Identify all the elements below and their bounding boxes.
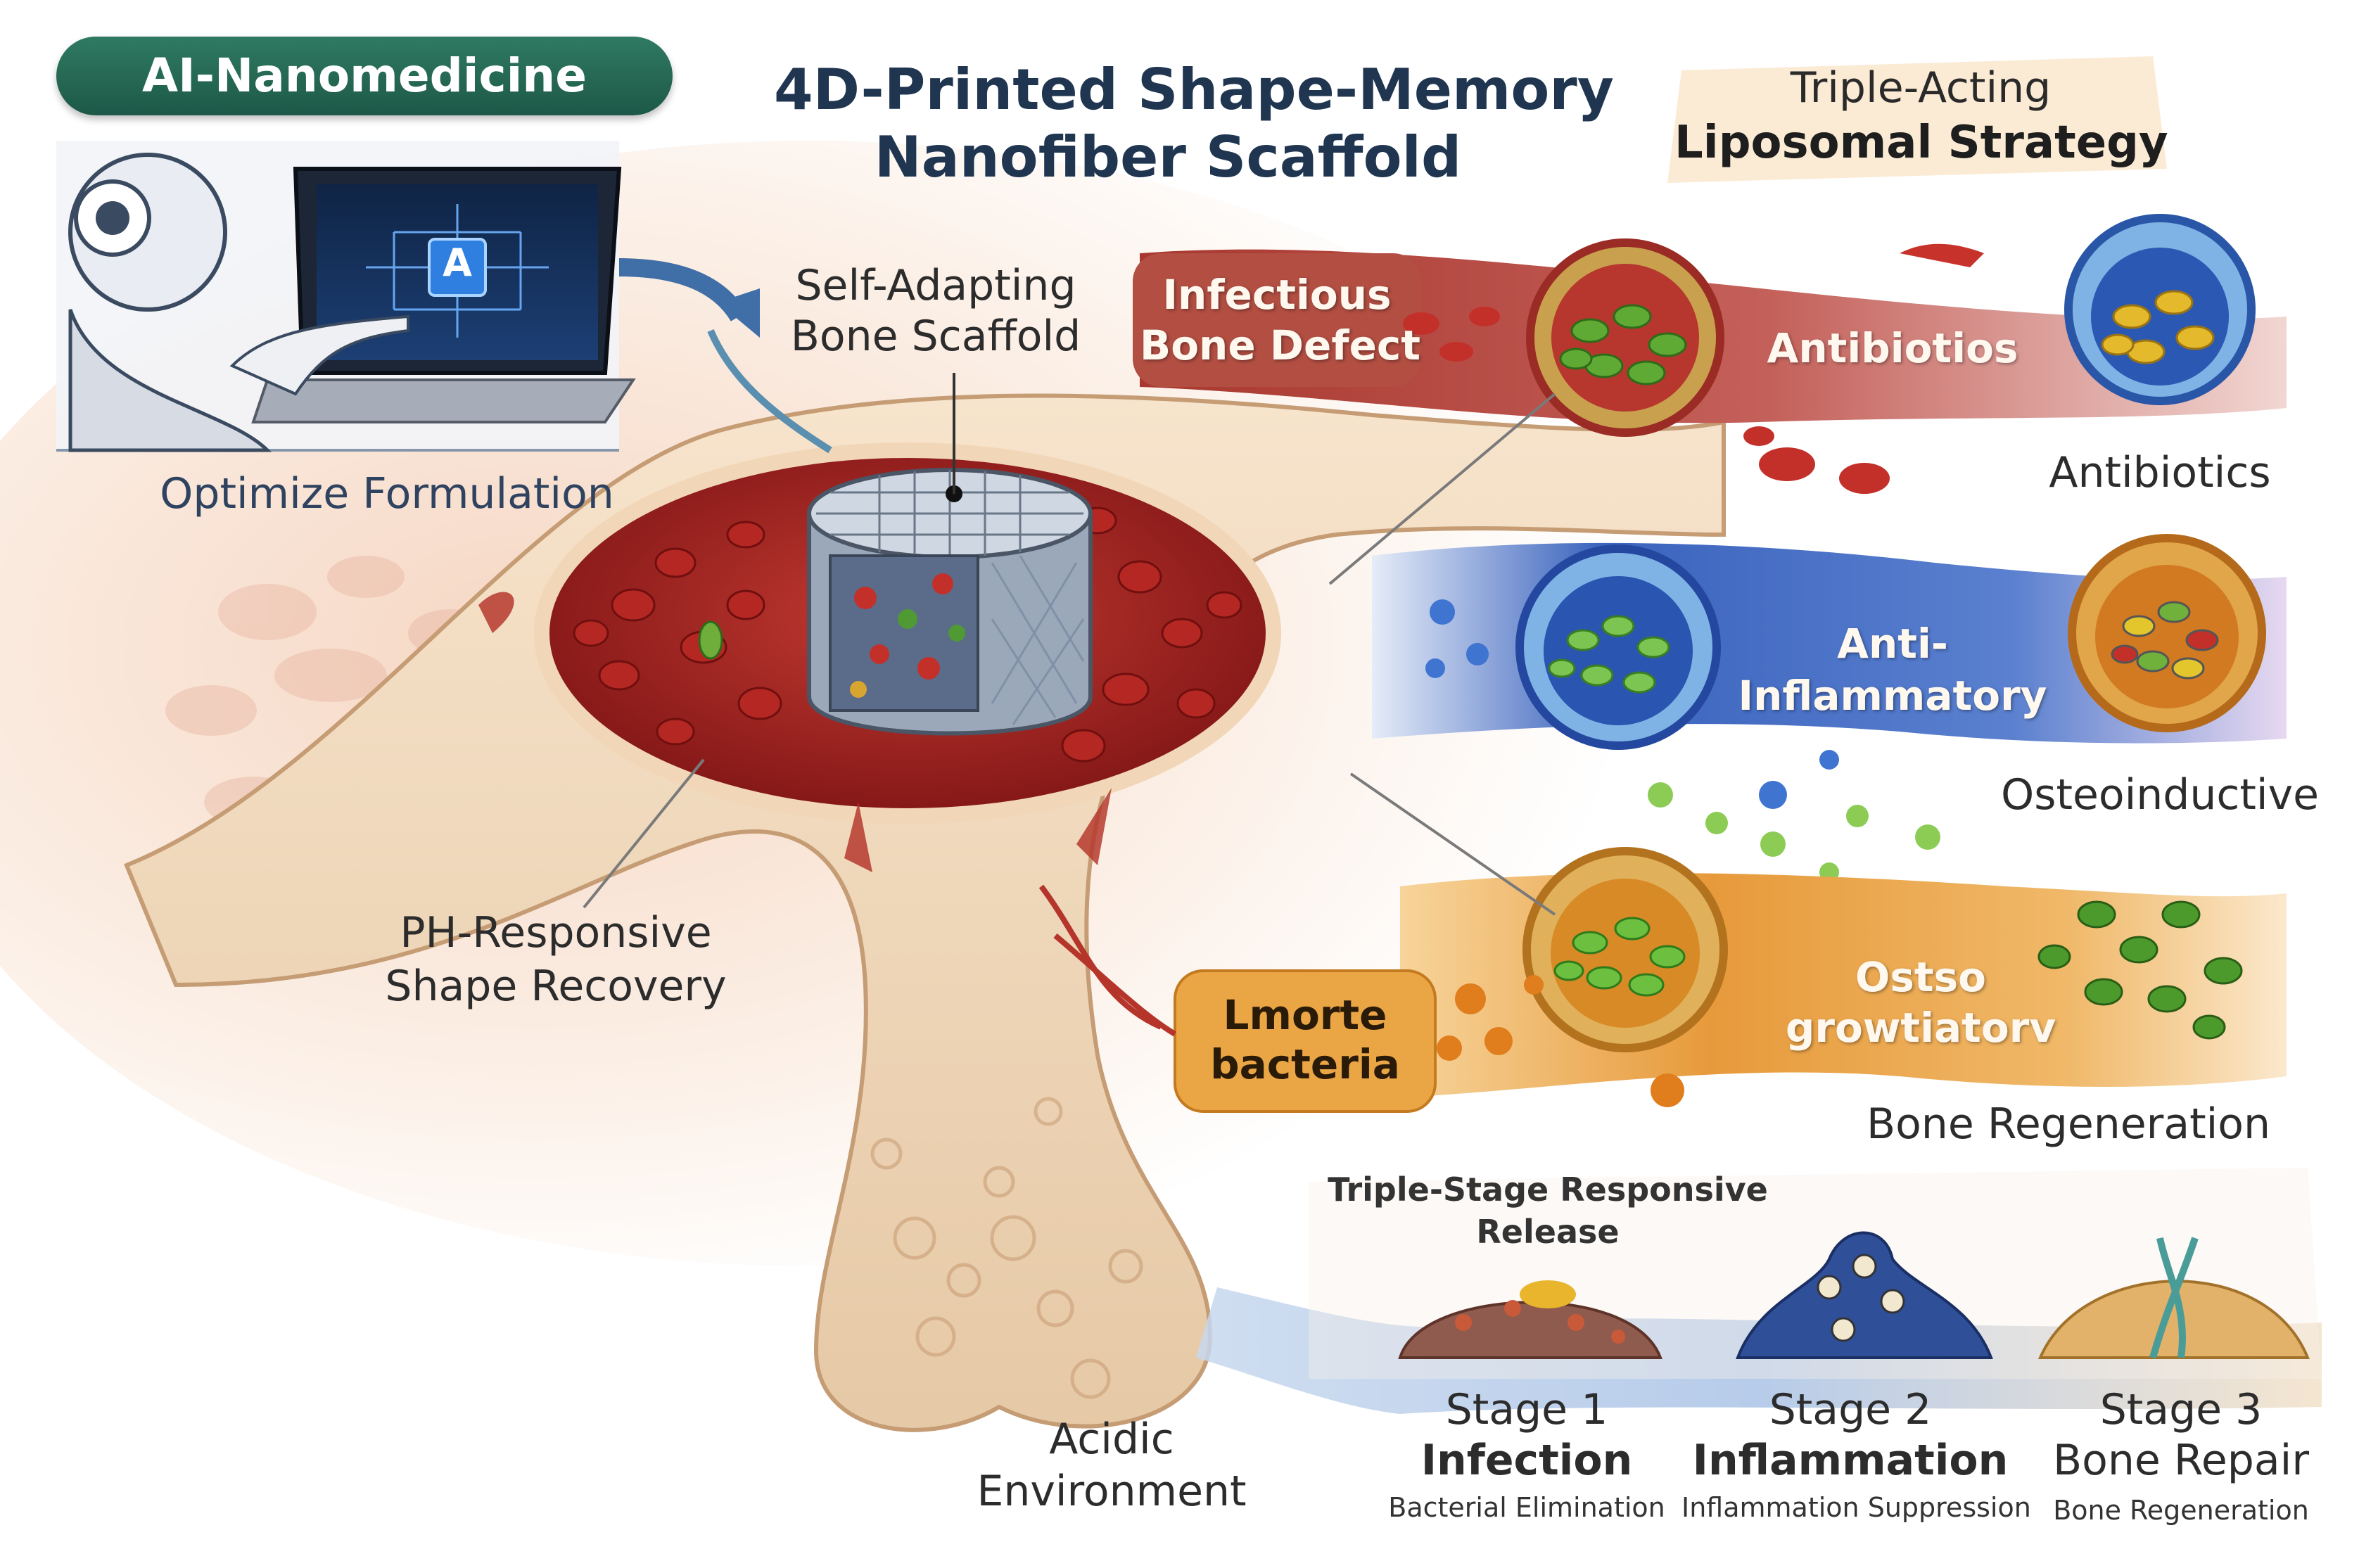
- release-title-line-2: Release: [1476, 1213, 1620, 1251]
- release-title-line-1: Triple-Stage Responsive: [1328, 1171, 1768, 1209]
- stage-3-number: Stage 3: [2099, 1385, 2263, 1434]
- stage-2-desc: Inflammation Suppression: [1681, 1492, 2031, 1523]
- stage-3-desc: Bone Regeneration: [2053, 1495, 2309, 1526]
- ai-chip-letter: A: [443, 241, 472, 285]
- stage-2-number: Stage 2: [1769, 1385, 1932, 1434]
- osteoinductive-label: Osteoinductive: [2000, 770, 2320, 820]
- acidic-line-1: Acidic: [1049, 1415, 1174, 1464]
- bone-regeneration-label: Bone Regeneration: [1866, 1099, 2271, 1149]
- lmorte-line-2: bacteria: [1210, 1040, 1400, 1088]
- lmorte-line-1: Lmorte: [1223, 991, 1387, 1039]
- strategy-line-1: Triple-Acting: [1790, 63, 2052, 113]
- stage-2-name: Inflammation: [1692, 1436, 2009, 1485]
- scaffold-label-line-2: Bone Scaffold: [790, 312, 1081, 361]
- ostso-line-1: Ostso: [1855, 953, 1986, 1001]
- scaffold-label-line-1: Self-Adapting: [795, 261, 1076, 310]
- badge-label: AI-Nanomedicine: [141, 49, 587, 103]
- ai-panel-art: [56, 141, 832, 454]
- antibiotics-band-label: Antibiotios: [1767, 324, 2018, 372]
- optimize-formulation-label: Optimize Formulation: [160, 469, 614, 518]
- ph-responsive-line-2: Shape Recovery: [385, 962, 727, 1011]
- anti-inflammatory-line-2: Inflammatory: [1738, 672, 2047, 720]
- acidic-line-2: Environment: [977, 1467, 1247, 1516]
- stage-1-number: Stage 1: [1445, 1385, 1608, 1434]
- title-line-2: Nanofiber Scaffold: [874, 125, 1462, 190]
- stage-1-desc: Bacterial Elimination: [1388, 1492, 1665, 1523]
- stage-3-name: Bone Repair: [2053, 1436, 2309, 1485]
- antibiotics-label: Antibiotics: [2049, 448, 2271, 497]
- infectious-line-2: Bone Defect: [1140, 321, 1421, 369]
- ai-nanomedicine-badge: AI-Nanomedicine: [56, 37, 673, 115]
- ph-responsive-line-1: PH-Responsive: [400, 908, 712, 957]
- strategy-line-2: Liposomal Strategy: [1674, 117, 2168, 169]
- title-line-1: 4D-Printed Shape-Memory: [774, 57, 1614, 122]
- stage-1-name: Infection: [1420, 1436, 1633, 1485]
- infectious-line-1: Infectious: [1162, 271, 1392, 319]
- anti-inflammatory-line-1: Anti-: [1837, 620, 1948, 668]
- ostso-line-2: growtiatorv: [1785, 1004, 2056, 1052]
- scaffold-cylinder: [807, 373, 1093, 736]
